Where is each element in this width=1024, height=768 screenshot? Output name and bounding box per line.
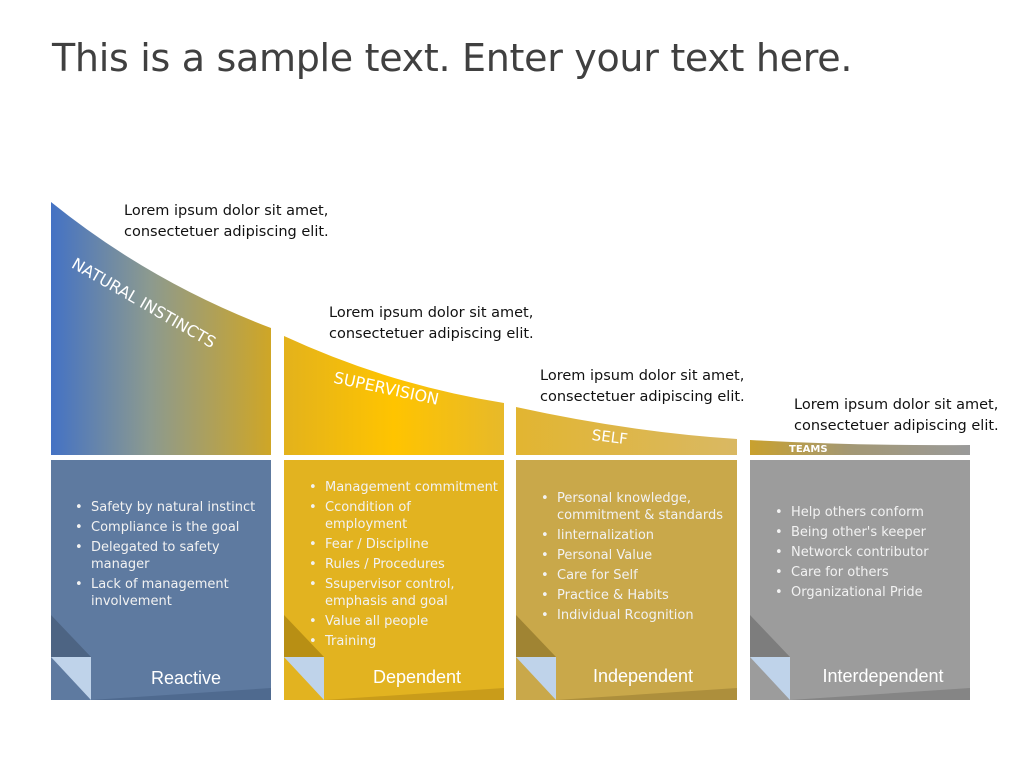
- description-natural-instincts: Lorem ipsum dolor sit amet, consectetuer…: [124, 201, 329, 243]
- description-line: Lorem ipsum dolor sit amet,: [329, 305, 534, 321]
- list-item: Fear / Discipline: [306, 536, 501, 553]
- list-interdependent: Help others conform Being other's keeper…: [772, 504, 967, 604]
- card-label-dependent: Dependent: [372, 667, 462, 687]
- description-line: Lorem ipsum dolor sit amet,: [540, 368, 745, 384]
- page-title: This is a sample text. Enter your text h…: [52, 36, 853, 80]
- list-item: Care for Self: [538, 567, 733, 584]
- banner-teams: [750, 440, 970, 455]
- list-independent: Personal knowledge, commitment & standar…: [538, 490, 733, 627]
- list-item: Being other's keeper: [772, 524, 967, 541]
- list-item: Practice & Habits: [538, 587, 733, 604]
- card-label-interdependent: Interdependent: [822, 666, 944, 686]
- description-line: consectetuer adipiscing elit.: [540, 389, 745, 405]
- description-teams: Lorem ipsum dolor sit amet, consectetuer…: [794, 395, 999, 437]
- list-item: Individual Rcognition: [538, 607, 733, 624]
- list-item: Lack of management involvement: [72, 576, 262, 610]
- banner-label-teams: TEAMS: [789, 444, 828, 455]
- list-item: Ccondition of employment: [306, 499, 437, 533]
- list-item: Delegated to safety manager: [72, 539, 262, 573]
- description-self: Lorem ipsum dolor sit amet, consectetuer…: [540, 366, 745, 408]
- card-label-independent: Independent: [592, 666, 694, 686]
- list-item: Training: [306, 633, 501, 650]
- list-item: Management commitment: [306, 479, 501, 496]
- card-label-reactive: Reactive: [150, 668, 222, 688]
- list-item: Personal knowledge, commitment & standar…: [538, 490, 727, 524]
- list-reactive: Safety by natural instinct Compliance is…: [72, 499, 262, 613]
- list-item: Iinternalization: [538, 527, 733, 544]
- list-item: Safety by natural instinct: [72, 499, 262, 516]
- list-item: Organizational Pride: [772, 584, 967, 601]
- list-item: Networck contributor: [772, 544, 967, 561]
- list-item: Rules / Procedures: [306, 556, 501, 573]
- banner-supervision: [284, 336, 504, 455]
- list-item: Care for others: [772, 564, 967, 581]
- description-line: Lorem ipsum dolor sit amet,: [794, 397, 999, 413]
- list-item: Value all people: [306, 613, 501, 630]
- list-dependent: Management commitment Ccondition of empl…: [306, 479, 501, 653]
- list-item: Personal Value: [538, 547, 733, 564]
- description-line: consectetuer adipiscing elit.: [329, 326, 534, 342]
- description-line: consectetuer adipiscing elit.: [794, 418, 999, 434]
- banner-natural-instincts: [51, 202, 271, 455]
- list-item: Compliance is the goal: [72, 519, 262, 536]
- description-line: consectetuer adipiscing elit.: [124, 224, 329, 240]
- list-item: Help others conform: [772, 504, 967, 521]
- description-line: Lorem ipsum dolor sit amet,: [124, 203, 329, 219]
- list-item: Ssupervisor control, emphasis and goal: [306, 576, 475, 610]
- banner-self: [516, 407, 737, 455]
- description-supervision: Lorem ipsum dolor sit amet, consectetuer…: [329, 303, 534, 345]
